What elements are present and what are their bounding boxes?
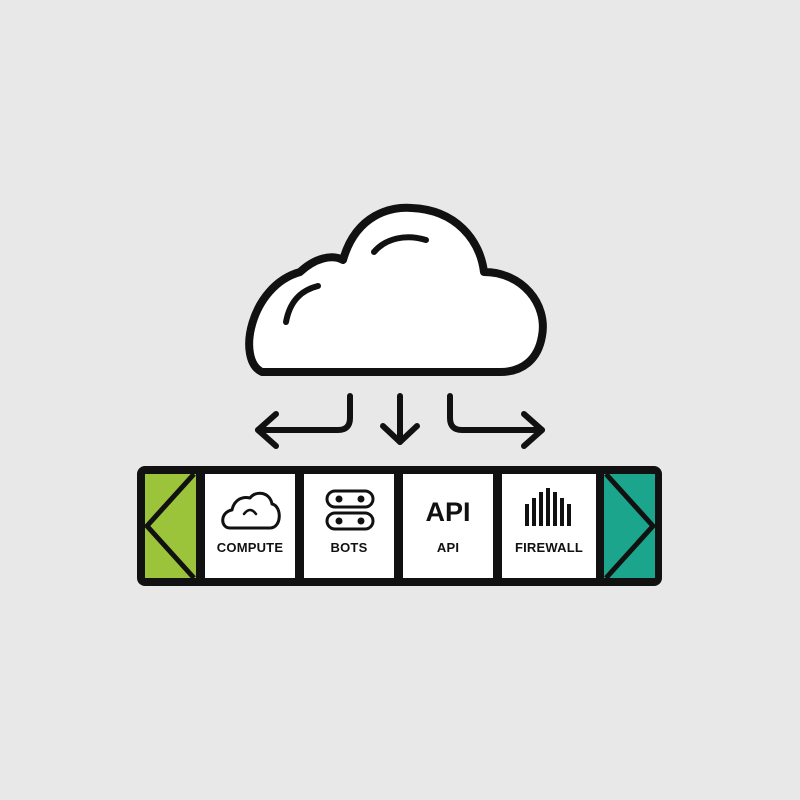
left-end-cap xyxy=(144,472,196,580)
right-branch-arrow xyxy=(447,393,545,449)
tile-bots[interactable]: BOTS xyxy=(304,474,394,578)
server-stack-icon xyxy=(325,489,375,531)
tile-bots-label: BOTS xyxy=(331,540,368,555)
tile-api-label: API xyxy=(437,540,459,555)
tile-firewall-label: FIREWALL xyxy=(515,540,583,555)
api-text-icon: API xyxy=(425,497,470,527)
tile-compute[interactable]: COMPUTE xyxy=(205,474,295,578)
tile-api[interactable]: API API xyxy=(403,474,493,578)
cloud-icon xyxy=(221,491,281,530)
right-end-cap xyxy=(604,472,656,580)
tile-firewall[interactable]: FIREWALL xyxy=(502,474,596,578)
bar-chart-icon xyxy=(525,488,571,526)
left-branch-arrow xyxy=(255,393,353,449)
down-arrow xyxy=(380,393,420,445)
main-cloud-icon xyxy=(245,203,547,376)
tile-compute-label: COMPUTE xyxy=(217,540,284,555)
